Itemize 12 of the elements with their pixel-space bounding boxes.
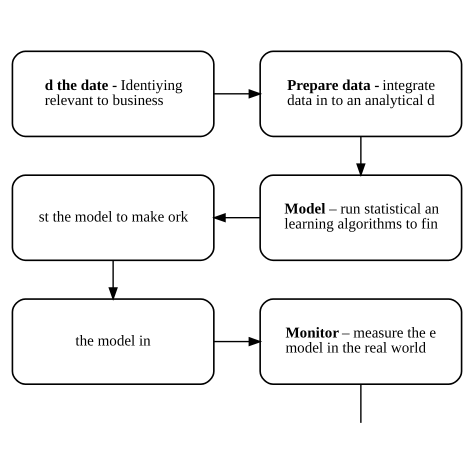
arrow xyxy=(214,336,262,346)
node-box: st the model to make ork xyxy=(12,174,215,261)
node-box: Model – run statistical an learning algorithms to fin xyxy=(259,174,462,261)
arrow xyxy=(214,88,262,98)
arrow xyxy=(356,136,366,176)
arrow xyxy=(212,212,260,222)
arrow xyxy=(108,260,118,300)
node-box: d the date - Identiying relevant to business xyxy=(12,50,215,137)
connector xyxy=(360,384,362,422)
node-box: Monitor – measure the e model in the real world xyxy=(259,298,462,384)
node-box: Prepare data - integrate data in to an analytical d xyxy=(259,50,462,137)
node-box: the model in xyxy=(12,298,215,384)
